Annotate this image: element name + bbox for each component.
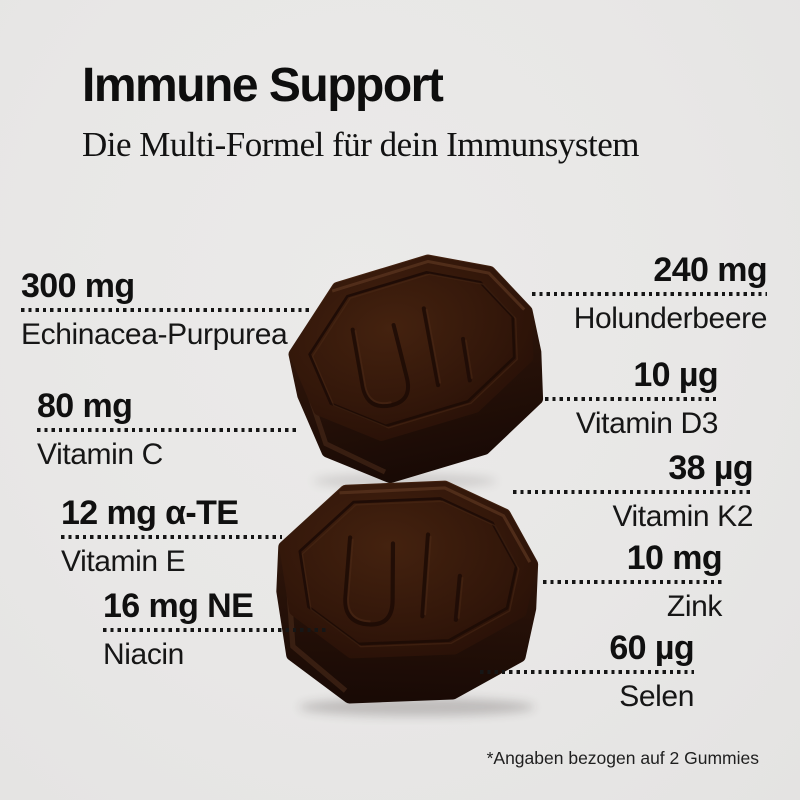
nutrient-name: Vitamin E bbox=[61, 544, 186, 578]
nutrient-amount: 60 µg bbox=[609, 629, 694, 667]
page-title: Immune Support bbox=[82, 59, 444, 112]
dotted-leader-line bbox=[513, 490, 753, 494]
nutrient-amount: 38 µg bbox=[668, 449, 753, 487]
nutrient-amount: 10 mg bbox=[626, 539, 723, 577]
nutrient-name: Vitamin K2 bbox=[612, 499, 753, 533]
nutrient-amount: 240 mg bbox=[653, 251, 767, 289]
nutrient-name: Zink bbox=[666, 589, 722, 623]
nutrient-name: Echinacea-Purpurea bbox=[21, 317, 288, 351]
dotted-leader-line bbox=[103, 628, 328, 632]
nutrient-amount: 16 mg NE bbox=[103, 587, 254, 625]
dotted-leader-line bbox=[545, 397, 718, 401]
gummies-image bbox=[245, 235, 585, 716]
nutrient-name: Vitamin C bbox=[37, 437, 163, 471]
nutrient-name: Selen bbox=[619, 679, 694, 713]
nutrient-callout-vitamin-e: 12 mg α-TE Vitamin E bbox=[61, 496, 282, 577]
dotted-leader-line bbox=[543, 580, 722, 584]
nutrient-name: Niacin bbox=[103, 637, 184, 671]
nutrient-callout-niacin: 16 mg NE Niacin bbox=[103, 589, 328, 670]
nutrient-callout-echinacea: 300 mg Echinacea-Purpurea bbox=[21, 269, 312, 350]
dotted-leader-line bbox=[37, 428, 297, 432]
dotted-leader-line bbox=[61, 535, 282, 539]
nutrient-callout-zink: 10 mg Zink bbox=[543, 539, 723, 623]
nutrient-callout-vitamin-c: 80 mg Vitamin C bbox=[37, 389, 297, 470]
nutrient-callout-vitamin-k2: 38 µg Vitamin K2 bbox=[513, 449, 754, 533]
page-subtitle: Die Multi-Formel für dein Immunsystem bbox=[82, 125, 639, 164]
dotted-leader-line bbox=[21, 308, 312, 312]
nutrient-amount: 80 mg bbox=[37, 387, 133, 425]
nutrient-amount: 300 mg bbox=[21, 267, 135, 305]
dotted-leader-line bbox=[480, 670, 694, 674]
nutrient-callout-holunderbeere: 240 mg Holunderbeere bbox=[532, 251, 768, 335]
footnote: *Angaben bezogen auf 2 Gummies bbox=[486, 748, 759, 768]
nutrient-name: Holunderbeere bbox=[573, 301, 768, 335]
dotted-leader-line bbox=[532, 292, 767, 296]
nutrient-callout-selen: 60 µg Selen bbox=[480, 629, 695, 713]
nutrient-amount: 12 mg α-TE bbox=[61, 494, 239, 532]
nutrient-amount: 10 µg bbox=[633, 356, 718, 394]
nutrient-callout-vitamin-d3: 10 µg Vitamin D3 bbox=[545, 356, 719, 440]
nutrient-name: Vitamin D3 bbox=[575, 406, 719, 440]
